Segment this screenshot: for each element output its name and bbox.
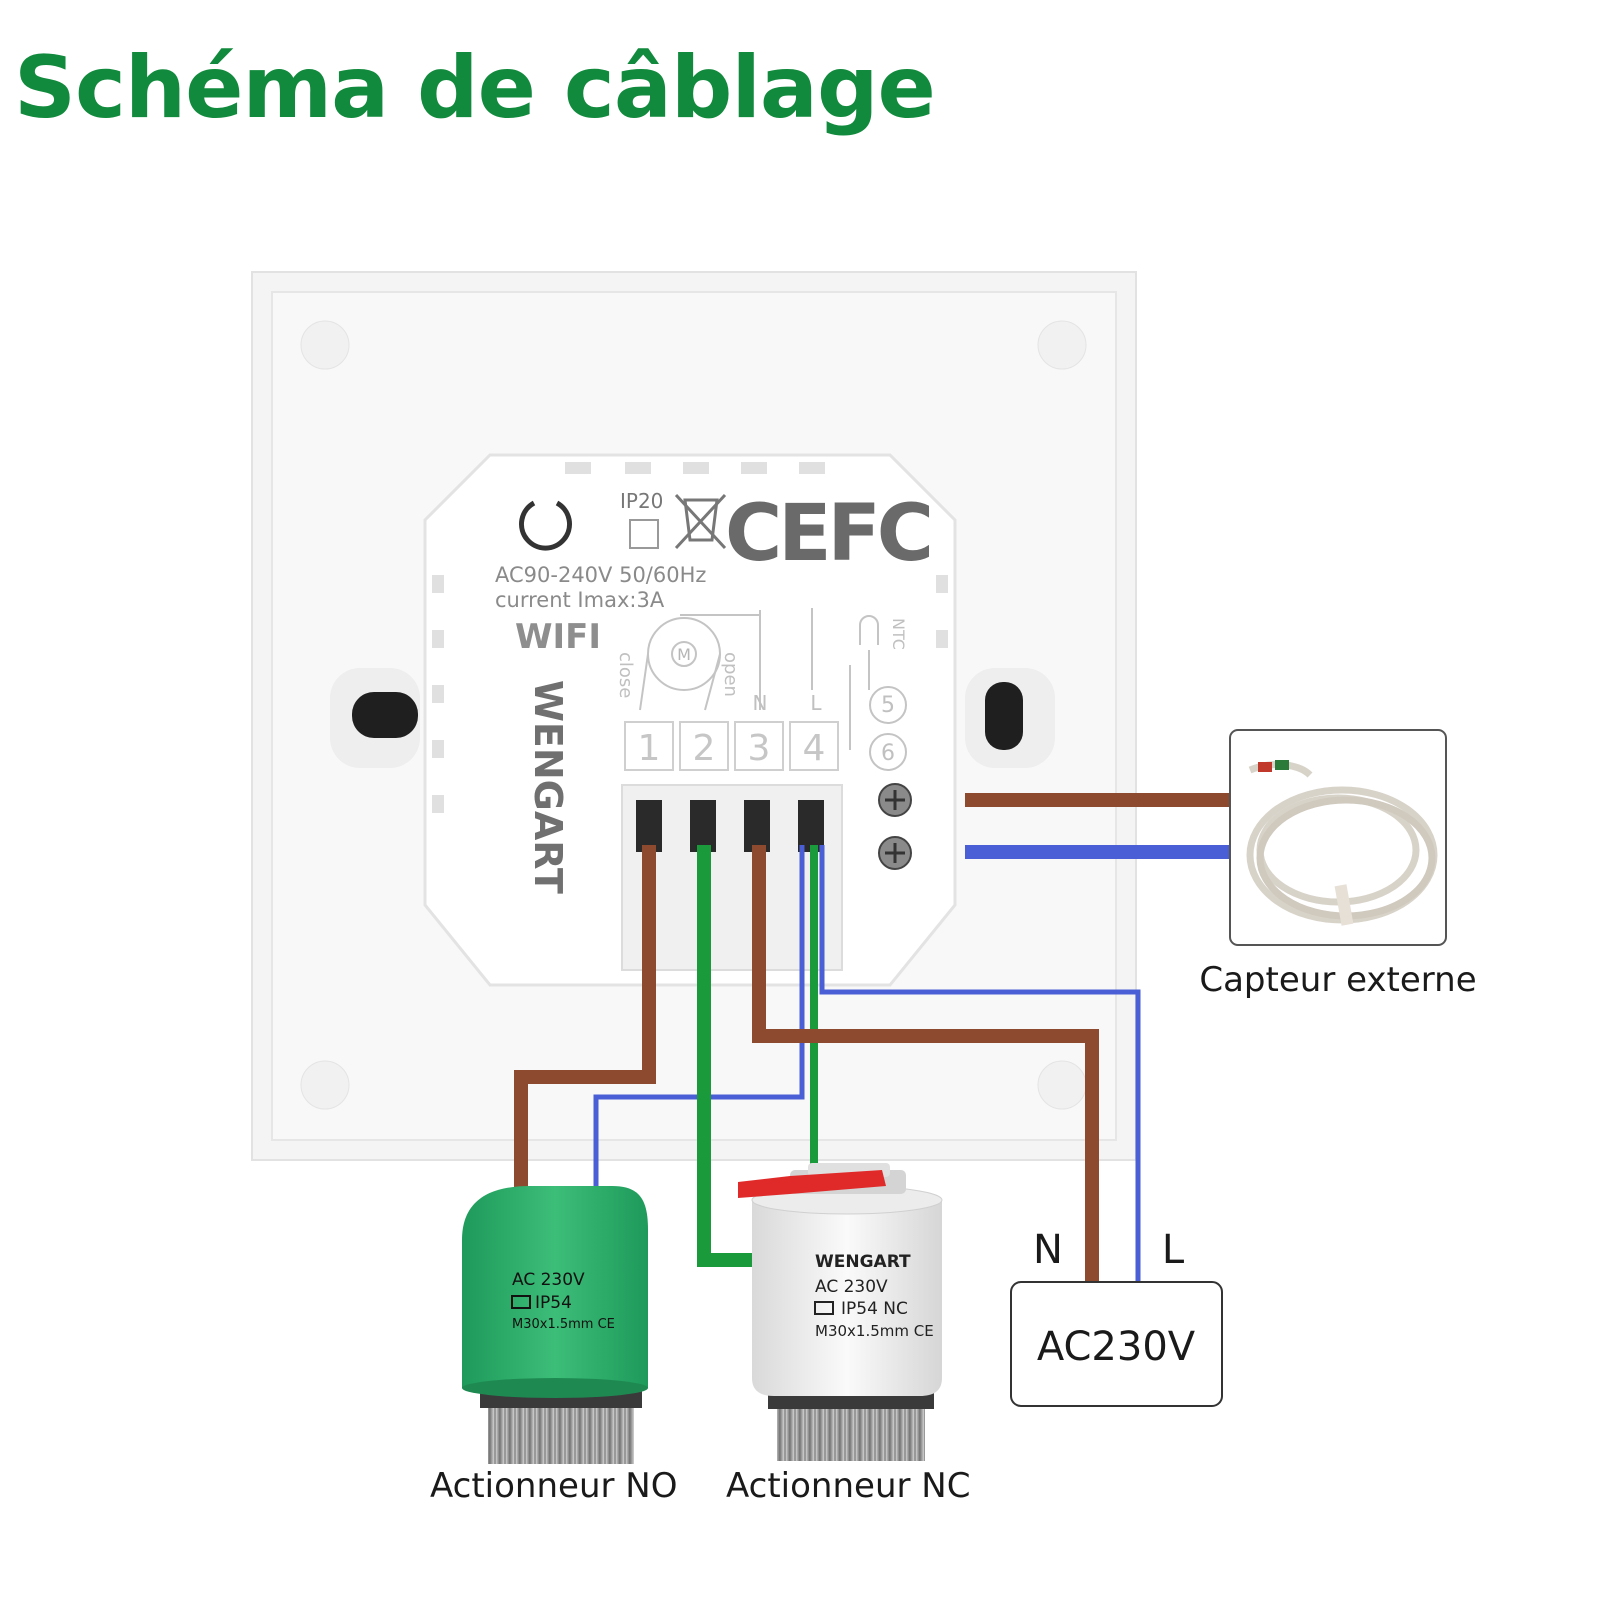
internal-schematic bbox=[639, 608, 907, 771]
live-label: L bbox=[1162, 1227, 1185, 1273]
actuator-nc-red-cap bbox=[738, 1170, 886, 1198]
terminal-block bbox=[621, 784, 843, 971]
terminal-6-number: 6 bbox=[881, 741, 895, 766]
terminal-5-label: NTC bbox=[889, 618, 908, 650]
double-insulation-icon bbox=[629, 519, 659, 549]
wire-green-terminal-2 bbox=[697, 845, 760, 1267]
external-sensor bbox=[1229, 729, 1447, 946]
terminal-2-number: 2 bbox=[693, 728, 716, 769]
actuator-nc-label: Actionneur NC bbox=[726, 1466, 971, 1506]
actuator-no-line2: IP54 bbox=[535, 1293, 572, 1313]
terminal-1-number: 1 bbox=[638, 728, 661, 769]
brand-text: WENGART bbox=[526, 680, 570, 894]
wire-brown-terminal-1 bbox=[514, 845, 656, 1190]
weee-bin-icon bbox=[674, 493, 727, 550]
neutral-label: N bbox=[1033, 1227, 1063, 1273]
terminal-1-label: close bbox=[615, 652, 636, 698]
actuator-no-insulation-icon bbox=[511, 1295, 531, 1309]
power-box-label: AC230V bbox=[1037, 1324, 1196, 1370]
actuator-nc-line3: M30x1.5mm CE bbox=[815, 1322, 934, 1340]
cefc-marks: CEFC bbox=[725, 489, 930, 579]
actuator-nc-line1: AC 230V bbox=[815, 1277, 888, 1297]
page-title: Schéma de câblage bbox=[14, 38, 936, 138]
wires bbox=[514, 793, 1230, 1282]
voltage-text: AC90-240V 50/60Hz bbox=[495, 563, 706, 587]
terminal-3-number: 3 bbox=[748, 728, 771, 769]
actuator-nc-brand: WENGART bbox=[815, 1252, 911, 1272]
actuator-no-line1: AC 230V bbox=[512, 1270, 585, 1290]
rating-text: IP20 bbox=[620, 489, 663, 513]
actuator-nc-line2: IP54 NC bbox=[841, 1299, 908, 1319]
motor-symbol: M bbox=[677, 645, 691, 664]
terminal-5-number: 5 bbox=[881, 693, 895, 718]
terminal-2-label: open bbox=[720, 652, 741, 697]
actuator-nc-insulation-icon bbox=[814, 1301, 834, 1315]
terminal-4-label: L bbox=[810, 691, 822, 715]
actuator-no-label: Actionneur NO bbox=[430, 1466, 678, 1506]
terminal-3-label: N bbox=[753, 691, 768, 715]
terminal-4-number: 4 bbox=[803, 728, 826, 769]
wire-blue-live bbox=[819, 845, 1141, 1282]
wifi-text: WIFI bbox=[515, 617, 601, 657]
ntc-screw-icon bbox=[878, 783, 912, 870]
power-symbol-icon bbox=[519, 500, 572, 551]
wire-brown-neutral bbox=[752, 845, 1099, 1282]
actuator-nc bbox=[738, 1163, 943, 1461]
actuator-no bbox=[462, 1186, 648, 1464]
thermostat-module: IP20 CEFC AC90-240V 50/60Hz current Imax… bbox=[423, 453, 957, 987]
sensor-label: Capteur externe bbox=[1199, 960, 1476, 1000]
power-supply-box bbox=[1010, 1281, 1223, 1407]
actuator-no-line3: M30x1.5mm CE bbox=[512, 1317, 615, 1332]
current-text: current Imax:3A bbox=[495, 588, 665, 612]
